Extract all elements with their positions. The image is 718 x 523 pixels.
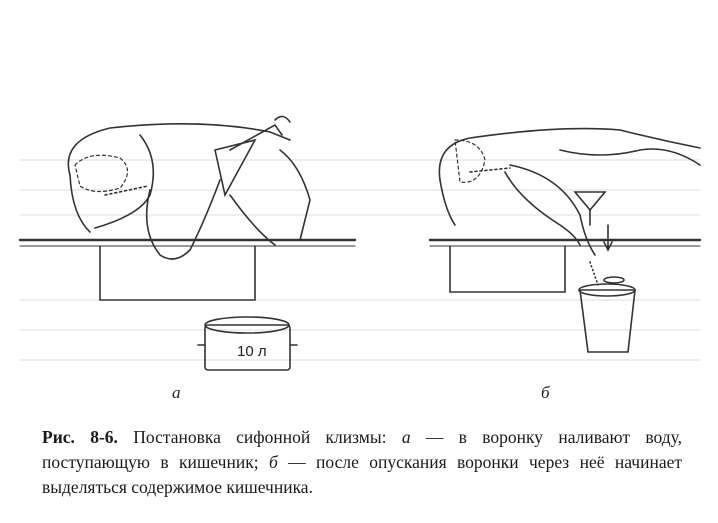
siphon-enema-illustration <box>18 115 702 371</box>
caption-a: а <box>401 427 411 447</box>
caption-text-3: — после опускания воронки через неё начи… <box>42 452 682 497</box>
caption-text-2: — в воронку наливают воду, поступающую в… <box>42 427 682 472</box>
panel-b-drawing <box>428 127 702 353</box>
bucket-volume-label: 10 л <box>237 343 267 360</box>
figure-caption: Рис. 8-6. Постановка сифонной клизмы: а … <box>42 425 682 500</box>
caption-b: б <box>268 452 278 472</box>
panel-b-label: б <box>541 383 550 402</box>
caption-number: Рис. 8-6. <box>42 427 118 447</box>
bleed-through-text <box>19 159 701 361</box>
panel-a-label: а <box>172 383 181 402</box>
caption-text-1: Постановка сифонной клизмы: <box>117 427 402 447</box>
panel-a-drawing <box>18 115 357 371</box>
